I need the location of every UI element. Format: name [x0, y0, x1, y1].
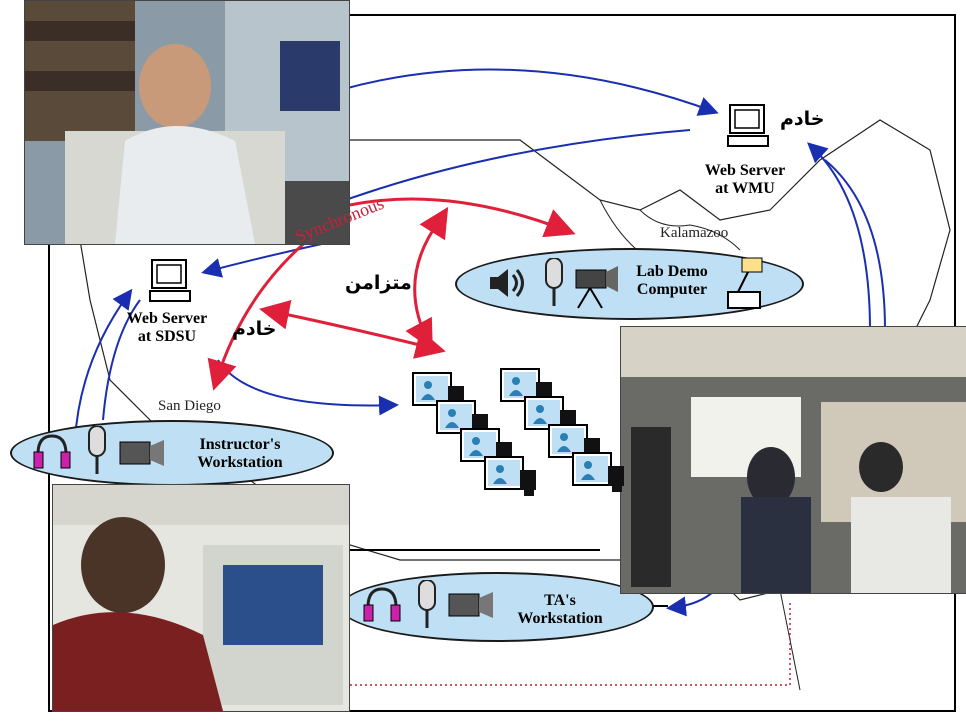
- arrow-sync-to-lab: [349, 197, 576, 238]
- city-kalamazoo: Kalamazoo: [660, 225, 729, 241]
- instructor-microphone-icon: [86, 425, 108, 481]
- sdsu-server-line1: Web Server: [126, 310, 208, 327]
- synchronous-arabic: متزامن: [345, 272, 412, 294]
- student-photo: [52, 484, 350, 712]
- arrow-sdsu-to-students: [217, 359, 399, 416]
- lab-demo-label: Lab Demo Computer: [624, 263, 720, 300]
- sdsu-server-computer-icon: [148, 258, 192, 309]
- lab-demo-line1: Lab Demo: [636, 263, 708, 280]
- wmu-server-computer-icon: [726, 103, 770, 154]
- ta-video-camera-icon: [445, 588, 495, 629]
- student-workstation-icon: [500, 368, 556, 417]
- lab-classroom-photo: [620, 326, 966, 594]
- student-workstation-icon: [524, 396, 580, 445]
- sdsu-server-line2: at SDSU: [137, 328, 197, 346]
- student-workstation-icon: [436, 400, 492, 449]
- video-camera-icon: [570, 262, 620, 315]
- arrow-sync-loop: [405, 219, 442, 351]
- ta-line1: TA's: [544, 592, 576, 609]
- arrow-sync-diag: [274, 310, 446, 359]
- student-workstation-icon: [484, 456, 540, 505]
- student-workstation-icon: [460, 428, 516, 477]
- wmu-server-line1: Web Server: [704, 162, 786, 179]
- sdsu-server-arabic: خادم: [232, 318, 277, 340]
- instructor-photo: [24, 0, 350, 245]
- projector-icon: [724, 256, 764, 317]
- ta-microphone-icon: [416, 579, 438, 635]
- city-san-diego: San Diego: [158, 398, 221, 414]
- lab-demo-line2: Computer: [636, 281, 708, 299]
- wmu-server-label: Web Server at WMU: [690, 162, 800, 199]
- instructor-label: Instructor's Workstation: [178, 436, 302, 473]
- wmu-server-arabic: خادم: [780, 108, 825, 130]
- sdsu-server-label: Web Server at SDSU: [112, 310, 222, 347]
- student-workstation-icon: [572, 452, 628, 501]
- arrow-workstation-to-sdsu: [74, 288, 133, 441]
- speaker-icon: [486, 265, 526, 306]
- instructor-line1: Instructor's: [199, 436, 281, 453]
- ta-line2: Workstation: [517, 610, 603, 628]
- microphone-icon: [543, 257, 565, 313]
- ta-label: TA's Workstation: [500, 592, 620, 629]
- wmu-server-line2: at WMU: [715, 180, 775, 198]
- headphones-icon: [32, 432, 72, 477]
- ta-link-dotted: [340, 600, 791, 686]
- arrow-instructor-to-wmu: [339, 68, 719, 116]
- arrow-lab-to-wmu: [807, 142, 871, 331]
- instructor-line2: Workstation: [197, 454, 283, 472]
- ta-headphones-icon: [362, 585, 402, 630]
- instructor-video-camera-icon: [116, 436, 166, 477]
